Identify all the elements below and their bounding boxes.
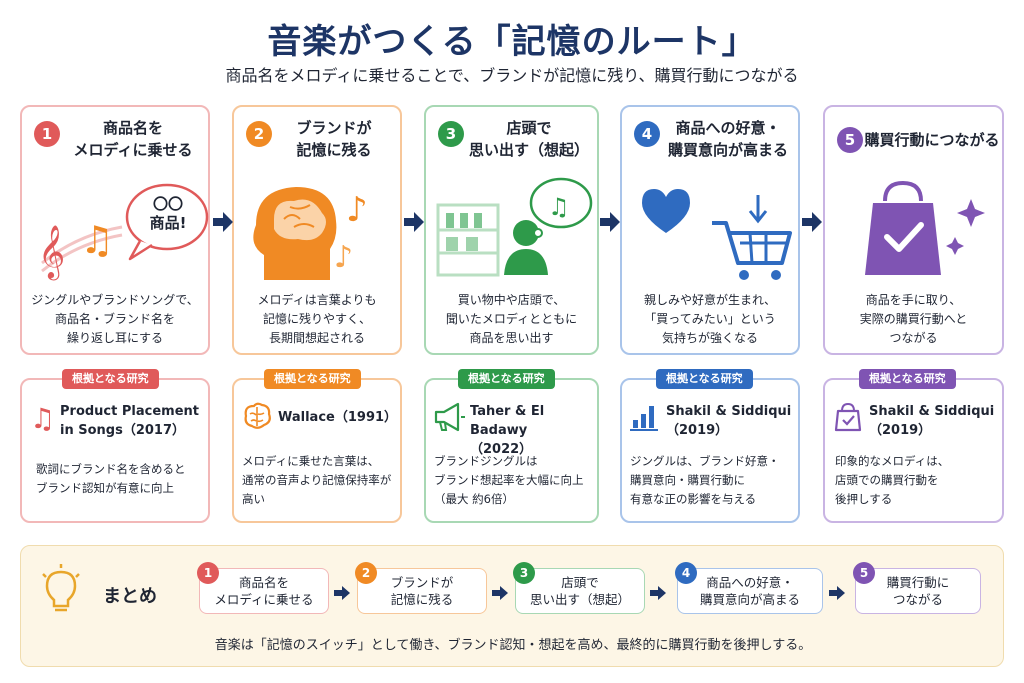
- step-title: 購買行動につながる: [864, 131, 1000, 149]
- flow-arrow-icon: [334, 586, 350, 600]
- page-title: 音楽がつくる「記憶のルート」: [267, 22, 757, 62]
- evidence-description: メロディに乗せた言葉は、通常の音声より記憶保持率が高い: [242, 454, 392, 506]
- evidence-title: Shakil & Siddiqui（2019）: [869, 404, 995, 438]
- evidence-description: ブランドジングルはブランド想起率を大幅に向上（最大 約6倍）: [434, 454, 584, 506]
- lightbulb-icon: [42, 564, 80, 612]
- evidence-badge: 根拠となる研究: [264, 369, 361, 389]
- summary-step-number: 1: [197, 562, 219, 584]
- step-card-4: 4 商品への好意・購買意向が高まる 親しみや好意が生まれ、「買ってみたい」という…: [620, 105, 800, 355]
- store-shelf-person-icon: ♫: [436, 177, 593, 277]
- step-number-badge: 1: [34, 121, 60, 147]
- summary-step-number: 2: [355, 562, 377, 584]
- shopping-bag-icon: [834, 402, 862, 432]
- brain-head-icon: ♪ ♪: [253, 187, 368, 280]
- evidence-title: Taher & El Badawy（2022）: [470, 404, 545, 457]
- summary-step-4: 商品への好意・購買意向が高まる: [677, 568, 823, 614]
- flow-arrow-icon: [650, 586, 666, 600]
- evidence-badge: 根拠となる研究: [458, 369, 555, 389]
- flow-arrow-icon: [492, 586, 508, 600]
- page-subtitle: 商品名をメロディに乗せることで、ブランドが記憶に残り、購買行動につながる: [225, 66, 799, 85]
- flow-arrow-icon: [600, 212, 620, 232]
- evidence-badge: 根拠となる研究: [859, 369, 956, 389]
- step-number-badge: 4: [634, 121, 660, 147]
- music-notes-icon: 𝄞 ♫: [38, 183, 209, 280]
- svg-text:𝄞: 𝄞: [38, 224, 65, 280]
- step-description: ジングルやブランドソングで、商品名・ブランド名を繰り返し耳にする: [31, 293, 199, 345]
- step-card-3: 3 店頭で思い出す（想起） ♫ 買い物中や店頭で、聞いたメロディとともに商品を思…: [424, 105, 599, 355]
- summary-step-number: 5: [853, 562, 875, 584]
- summary-step-5: 購買行動につながる: [855, 568, 981, 614]
- step-description: 親しみや好意が生まれ、「買ってみたい」という気持ちが強くなる: [643, 293, 777, 345]
- evidence-description: 歌詞にブランド名を含めるとブランド認知が有意に向上: [36, 462, 186, 495]
- step-title: 店頭で思い出す（想起）: [468, 119, 589, 159]
- step-description: 商品を手に取り、実際の購買行動へとつながる: [859, 293, 968, 345]
- flow-arrow-icon: [404, 212, 424, 232]
- summary-panel: まとめ 商品名をメロディに乗せる 1 ブランドが記憶に残る 2 店頭で思い出す（…: [20, 545, 1004, 667]
- shopping-bag-check-icon: [865, 180, 985, 275]
- step-description: メロディは言葉よりも記憶に残りやすく、長期間想起される: [257, 293, 377, 345]
- evidence-description: 印象的なメロディは、店頭での購買行動を後押しする: [835, 454, 950, 506]
- svg-text:♪: ♪: [334, 240, 353, 275]
- svg-text:♪: ♪: [346, 190, 368, 230]
- svg-text:♫: ♫: [548, 193, 570, 221]
- step-title: 商品への好意・購買意向が高まる: [667, 119, 788, 159]
- flow-arrow-icon: [802, 212, 822, 232]
- step-title: ブランドが記憶に残る: [296, 119, 372, 159]
- evidence-title: Shakil & Siddiqui（2019）: [666, 404, 792, 438]
- step-number-badge: 3: [438, 121, 464, 147]
- megaphone-icon: [434, 402, 465, 432]
- brain-icon: [244, 402, 271, 429]
- step-number-badge: 2: [246, 121, 272, 147]
- heart-cart-icon: [642, 189, 792, 280]
- summary-step-number: 4: [675, 562, 697, 584]
- speech-bubble-text: 〇〇商品!: [149, 195, 187, 232]
- evidence-badge: 根拠となる研究: [656, 369, 753, 389]
- evidence-card-5: 根拠となる研究 Shakil & Siddiqui（2019） 印象的なメロディ…: [823, 369, 1004, 523]
- music-note-icon: ♫: [30, 402, 55, 435]
- svg-text:♫: ♫: [80, 218, 114, 262]
- svg-text:♫: ♫: [30, 402, 55, 435]
- step-number-badge: 5: [837, 127, 863, 153]
- evidence-description: ジングルは、ブランド好意・購買意向・購買行動に有意な正の影響を与える: [630, 454, 780, 506]
- summary-step-3: 店頭で思い出す（想起）: [515, 568, 645, 614]
- summary-step-2: ブランドが記憶に残る: [357, 568, 487, 614]
- step-description: 買い物中や店頭で、聞いたメロディとともに商品を思い出す: [445, 293, 578, 345]
- evidence-badge: 根拠となる研究: [62, 369, 159, 389]
- flow-arrow-icon: [213, 212, 233, 232]
- evidence-title: Wallace（1991）: [278, 410, 398, 425]
- summary-conclusion: 音楽は「記憶のスイッチ」として働き、ブランド認知・想起を高め、最終的に購買行動を…: [214, 638, 812, 653]
- step-card-1: 1 商品名をメロディに乗せる 𝄞 ♫ 〇〇商品! ジングルやブランドソングで、商…: [20, 105, 210, 355]
- evidence-card-3: 根拠となる研究 Taher & El Badawy（2022） ブランドジングル…: [424, 369, 599, 523]
- evidence-card-2: 根拠となる研究 Wallace（1991） メロディに乗せた言葉は、通常の音声よ…: [232, 369, 402, 523]
- summary-label: まとめ: [103, 586, 157, 607]
- step-card-5: 5 購買行動につながる 商品を手に取り、実際の購買行動へとつながる: [823, 105, 1004, 355]
- bar-chart-icon: [630, 406, 658, 431]
- flow-arrow-icon: [829, 586, 845, 600]
- summary-step-number: 3: [513, 562, 535, 584]
- step-title: 商品名をメロディに乗せる: [73, 119, 193, 159]
- summary-step-1: 商品名をメロディに乗せる: [199, 568, 329, 614]
- step-card-2: 2 ブランドが記憶に残る ♪ ♪ メロディは言葉よりも記憶に残りやすく、長期間想…: [232, 105, 402, 355]
- evidence-card-4: 根拠となる研究 Shakil & Siddiqui（2019） ジングルは、ブラ…: [620, 369, 800, 523]
